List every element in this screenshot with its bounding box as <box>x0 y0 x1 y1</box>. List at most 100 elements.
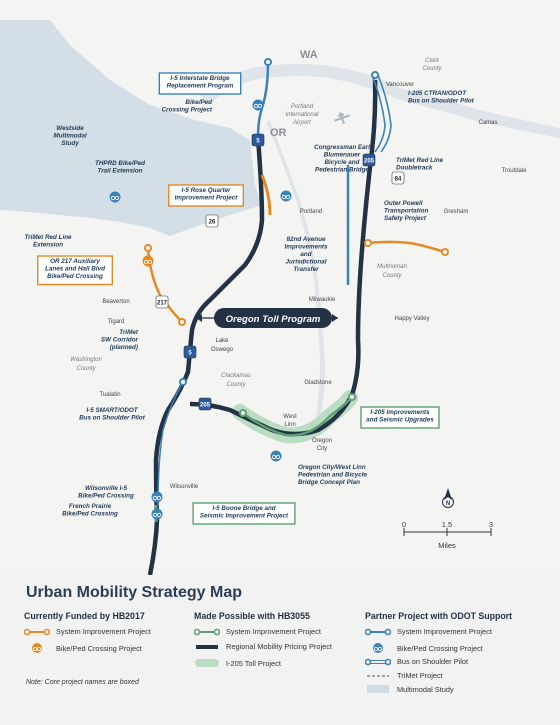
study-swatch <box>367 685 389 693</box>
place-label: West <box>283 414 297 420</box>
svg-text:26: 26 <box>209 220 216 226</box>
svg-text:TriMet: TriMet <box>119 329 139 336</box>
svg-text:Doubletrack: Doubletrack <box>396 165 433 172</box>
svg-text:Pedestrian and Bicycle: Pedestrian and Bicycle <box>298 472 367 479</box>
place-label: Lake <box>215 338 229 344</box>
svg-text:and: and <box>300 251 311 258</box>
navy-line-swatch <box>196 644 218 649</box>
place-label: International <box>285 112 319 118</box>
svg-text:Extension: Extension <box>33 242 63 249</box>
svg-text:I-5 Interstate Bridge: I-5 Interstate Bridge <box>170 75 230 82</box>
legend-col2-item-system: System Improvement Project <box>194 627 321 636</box>
blue-bike-icon <box>373 643 383 653</box>
place-label: Beaverton <box>102 299 129 305</box>
svg-text:Bus on Shoulder Pilot: Bus on Shoulder Pilot <box>408 98 475 105</box>
scale-bar: 0 1.5 3 Miles <box>402 520 493 550</box>
toll-program-arrow: Oregon Toll Program <box>196 308 338 328</box>
svg-text:and Seismic Upgrades: and Seismic Upgrades <box>366 417 434 424</box>
place-label: Gresham <box>444 209 469 215</box>
svg-text:Improvement Project: Improvement Project <box>175 195 239 202</box>
svg-text:Bicycle and: Bicycle and <box>325 159 360 166</box>
svg-text:Seismic Improvement Project: Seismic Improvement Project <box>200 513 289 520</box>
i205-ctran-line-inner <box>377 74 392 153</box>
place-label: Milwaukie <box>309 297 336 303</box>
toll-program-label: Oregon Toll Program <box>226 314 321 325</box>
i205-improvements-end-a <box>239 409 247 417</box>
place-label: County <box>422 66 442 72</box>
svg-text:Transfer: Transfer <box>293 266 319 273</box>
i5-corridor <box>147 137 265 575</box>
state-label-or: OR <box>270 127 287 139</box>
legend-col3-heading: Partner Project with ODOT Support <box>365 611 513 621</box>
svg-text:82nd Avenue: 82nd Avenue <box>287 236 326 243</box>
highway-shield: 26 <box>205 214 219 228</box>
svg-text:Transportation: Transportation <box>384 208 428 215</box>
i205-corridor <box>189 79 378 437</box>
svg-text:Safety Project: Safety Project <box>384 215 427 222</box>
highway-shield: 5 <box>251 133 265 147</box>
bike-ped-icon <box>151 508 163 520</box>
svg-text:Pedestrian Bridge: Pedestrian Bridge <box>315 167 369 174</box>
svg-text:THPRD Bike/Ped: THPRD Bike/Ped <box>95 160 145 167</box>
svg-text:Bike/Ped: Bike/Ped <box>185 99 212 106</box>
green-line-swatch <box>194 628 220 635</box>
place-label: Linn <box>284 422 295 428</box>
place-label: County <box>76 366 96 372</box>
place-label: County <box>382 273 402 279</box>
place-label: Portland <box>300 209 322 215</box>
svg-text:0: 0 <box>402 520 406 529</box>
place-label: Happy Valley <box>395 316 430 322</box>
place-label: Multnomah <box>377 264 407 270</box>
willamette-river <box>266 120 326 420</box>
place-labels: ClarkCountyVancouverCamasPortlandInterna… <box>70 58 527 490</box>
svg-text:Blumenauer: Blumenauer <box>324 152 361 159</box>
legend-col2-label-system: System Improvement Project <box>226 627 321 636</box>
state-label-wa: WA <box>300 49 318 61</box>
i205-ctran-line <box>371 74 386 153</box>
legend-col3-item-study: Multimodal Study <box>365 684 454 694</box>
svg-text:Replacement Program: Replacement Program <box>167 83 234 90</box>
place-label: Clark <box>425 58 440 64</box>
highway-shield: 5 <box>183 345 197 359</box>
svg-text:Congressman Earl: Congressman Earl <box>314 144 370 151</box>
legend-col3-label-study: Multimodal Study <box>397 684 454 694</box>
outer-powell-end-a <box>364 239 372 247</box>
svg-text:French Prairie: French Prairie <box>69 503 112 510</box>
legend-col1-item-system: System Improvement Project <box>24 627 151 636</box>
svg-text:Improvements: Improvements <box>284 244 328 251</box>
legend-col2-label-toll: I-205 Toll Project <box>226 658 281 668</box>
blue-double-line-swatch <box>365 658 391 665</box>
svg-text:Bike/Ped Crossing: Bike/Ped Crossing <box>78 493 134 500</box>
legend-col1-label-system: System Improvement Project <box>56 627 151 636</box>
svg-text:205: 205 <box>364 159 375 165</box>
svg-text:I-205 Improvements: I-205 Improvements <box>370 409 430 416</box>
dashed-line-swatch <box>367 675 389 676</box>
bike-ped-icon <box>270 450 282 462</box>
westside-study-area <box>0 20 262 236</box>
svg-text:I-5 Rose Quarter: I-5 Rose Quarter <box>182 187 232 194</box>
svg-text:TriMet Red Line: TriMet Red Line <box>24 234 72 241</box>
bike-ped-icon <box>151 491 163 503</box>
svg-text:Bus on Shoulder Pilot: Bus on Shoulder Pilot <box>79 415 146 422</box>
legend-col1-heading: Currently Funded by HB2017 <box>24 611 145 621</box>
svg-text:Wilsonville I-5: Wilsonville I-5 <box>85 485 127 492</box>
svg-text:5: 5 <box>256 139 260 145</box>
i5-bridge-end-a <box>264 58 272 66</box>
legend-col2-item-toll: I-205 Toll Project <box>194 658 281 668</box>
project-icons <box>109 99 292 520</box>
legend-col3-label-system: System Improvement Project <box>397 627 492 636</box>
svg-text:Jurisdictional: Jurisdictional <box>286 259 327 266</box>
